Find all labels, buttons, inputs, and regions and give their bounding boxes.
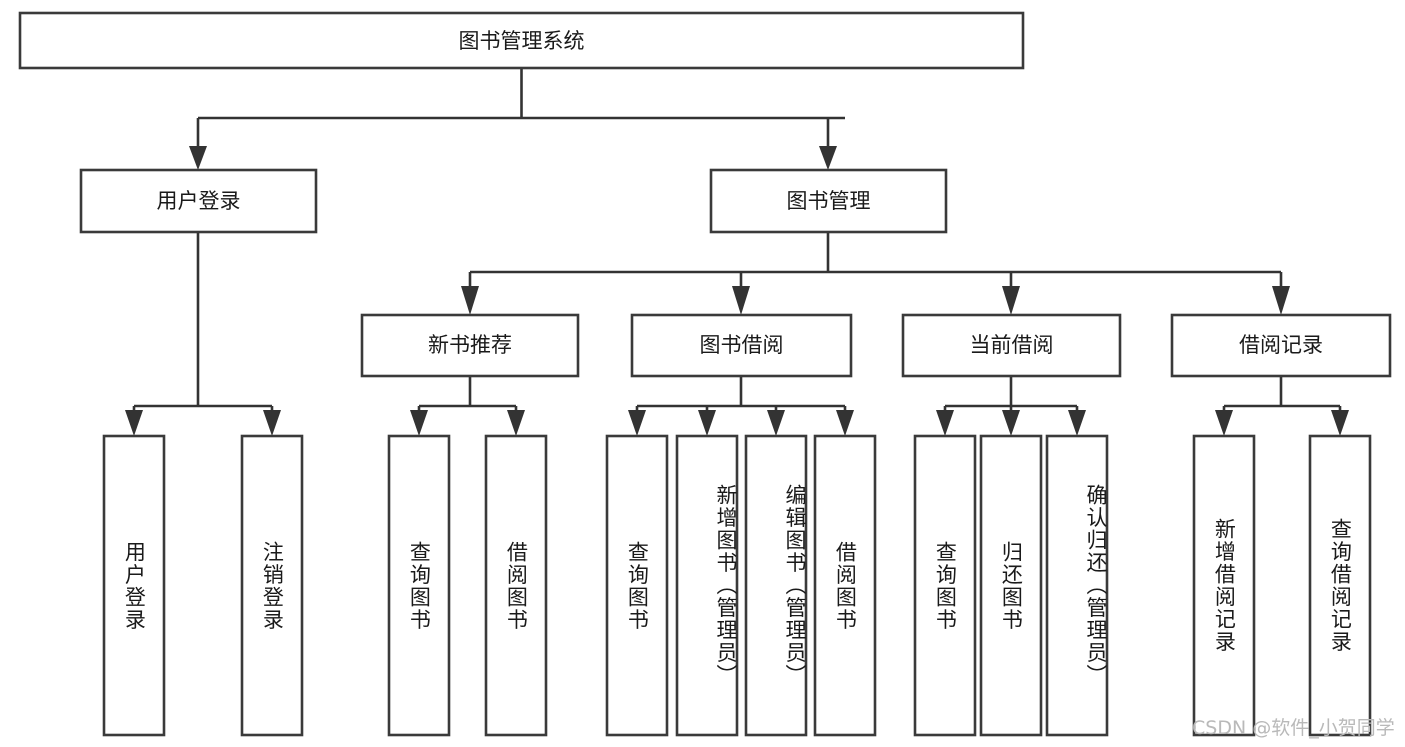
node-book-borrow-box[interactable] (630, 313, 853, 378)
node-title[interactable]: 图书管理系统 (18, 11, 1025, 70)
arrow-head-current-borrow (1002, 286, 1020, 315)
arrow-head-leaf-query-record (1331, 410, 1349, 436)
connector-group-book-borrow (628, 376, 854, 436)
leaf-borrow-book-2-box[interactable] (813, 434, 877, 737)
node-current-borrow-box[interactable] (901, 313, 1122, 378)
node-current-borrow-label: 当前借阅 (970, 333, 1054, 357)
node-book-borrow-label: 图书借阅 (700, 333, 784, 357)
leaf-add-book-box[interactable] (675, 434, 739, 737)
node-new-book-recommend[interactable]: 新书推荐 (360, 313, 580, 378)
leaf-borrow-book-1-box[interactable] (484, 434, 548, 737)
node-book-management-box[interactable] (709, 168, 948, 234)
leaf-query-record-box[interactable] (1308, 434, 1372, 737)
csdn-watermark: CSDN @软件_小贺同学 (1192, 717, 1395, 739)
arrow-head-leaf-query-book-1 (410, 410, 428, 436)
node-title-label: 图书管理系统 (459, 29, 585, 53)
leaf-boxes-new-book-recommend (387, 434, 548, 737)
connector-group-user-login (125, 232, 281, 436)
arrow-head-leaf-query-book-3 (936, 410, 954, 436)
leaf-query-book-3-box[interactable] (913, 434, 977, 737)
node-borrow-record-box[interactable] (1170, 313, 1392, 378)
arrow-head-leaf-borrow-book-2 (836, 410, 854, 436)
arrow-head-user-login (189, 146, 207, 170)
arrow-head-leaf-add-record (1215, 410, 1233, 436)
arrow-head-leaf-logout-login (263, 410, 281, 436)
arrow-head-leaf-confirm-return (1068, 410, 1086, 436)
node-user-login-box[interactable] (79, 168, 318, 234)
node-user-login[interactable]: 用户登录 (79, 168, 318, 234)
leaf-return-book-box[interactable] (979, 434, 1043, 737)
node-borrow-record[interactable]: 借阅记录 (1170, 313, 1392, 378)
node-user-login-label: 用户登录 (157, 189, 241, 213)
node-title-box[interactable] (18, 11, 1025, 70)
node-book-management[interactable]: 图书管理 (709, 168, 948, 234)
node-book-management-label: 图书管理 (787, 189, 871, 213)
arrow-head-leaf-edit-book (767, 410, 785, 436)
connector-group-book-management (461, 232, 1290, 315)
arrow-head-book-borrow (732, 286, 750, 315)
leaf-edit-book-box[interactable] (744, 434, 808, 737)
connector-group-borrow-record (1215, 376, 1349, 436)
arrow-head-borrow-record (1272, 286, 1290, 315)
leaf-user-login-box[interactable] (102, 434, 166, 737)
node-current-borrow[interactable]: 当前借阅 (901, 313, 1122, 378)
connector-group-current-borrow (936, 376, 1086, 436)
leaf-boxes-book-borrow (605, 434, 877, 737)
node-new-book-recommend-label: 新书推荐 (428, 333, 512, 357)
leaf-add-record-box[interactable] (1192, 434, 1256, 737)
leaf-boxes-borrow-record (1192, 434, 1372, 737)
leaf-boxes-user-login (102, 434, 304, 737)
arrow-head-leaf-add-book (698, 410, 716, 436)
arrow-head-leaf-user-login (125, 410, 143, 436)
node-new-book-recommend-box[interactable] (360, 313, 580, 378)
leaf-query-book-2-box[interactable] (605, 434, 669, 737)
connector-group-root (189, 68, 845, 170)
connector-group-new-book-recommend (410, 376, 525, 436)
node-borrow-record-label: 借阅记录 (1239, 333, 1323, 357)
arrow-head-new-book-recommend (461, 286, 479, 315)
leaf-query-book-1-box[interactable] (387, 434, 451, 737)
arrow-head-leaf-return-book (1002, 410, 1020, 436)
arrow-head-leaf-borrow-book-1 (507, 410, 525, 436)
leaf-boxes-current-borrow (913, 434, 1109, 737)
arrow-head-book-management (819, 146, 837, 170)
node-book-borrow[interactable]: 图书借阅 (630, 313, 853, 378)
arrow-head-leaf-query-book-2 (628, 410, 646, 436)
leaf-logout-login-box[interactable] (240, 434, 304, 737)
leaf-confirm-return-box[interactable] (1045, 434, 1109, 737)
